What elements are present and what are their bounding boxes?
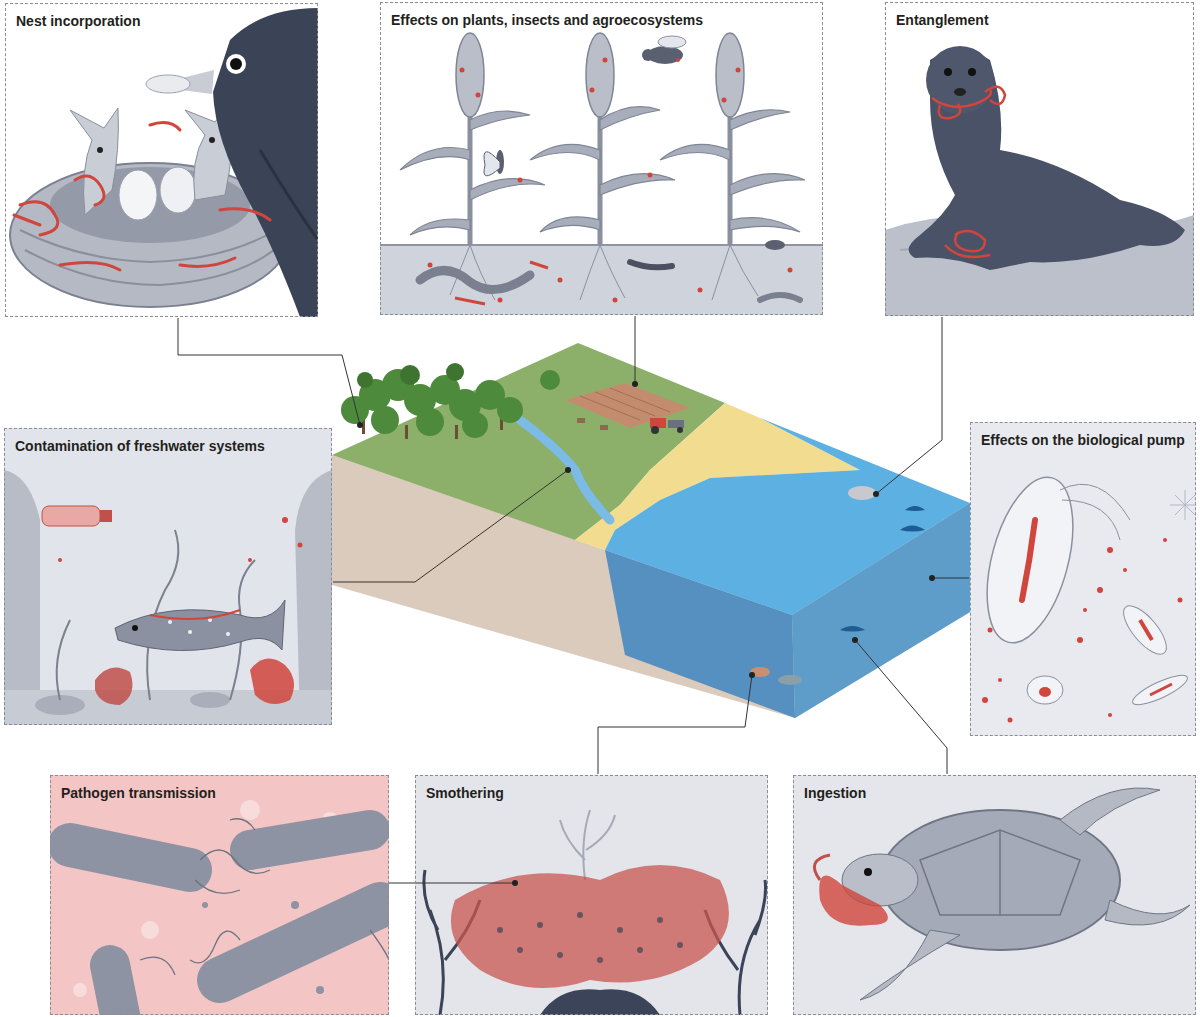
panel-title: Contamination of freshwater systems xyxy=(5,429,331,455)
connector-dot xyxy=(512,880,518,886)
illustration-panel: Pathogen transmission xyxy=(50,775,389,1015)
panel-title: Ingestion xyxy=(794,776,1195,802)
panel-title: Smothering xyxy=(416,776,767,802)
panel-title: Pathogen transmission xyxy=(51,776,388,802)
panel-title: Effects on the biological pump xyxy=(971,423,1195,449)
illustration-panel: Effects on the biological pump xyxy=(970,422,1196,736)
illustration-panel: Entanglement xyxy=(885,2,1194,316)
illustration-panel: Smothering xyxy=(415,775,768,1015)
panel-title: Effects on plants, insects and agroecosy… xyxy=(381,3,822,29)
panel-title: Entanglement xyxy=(886,3,1193,29)
illustration-panel: Contamination of freshwater systems xyxy=(4,428,332,725)
illustration-panel: Effects on plants, insects and agroecosy… xyxy=(380,2,823,315)
panel-title: Nest incorporation xyxy=(6,4,317,30)
connector-line xyxy=(389,883,515,884)
illustration-panel: Ingestion xyxy=(793,775,1196,1015)
illustration-panel: Nest incorporation xyxy=(5,3,318,317)
